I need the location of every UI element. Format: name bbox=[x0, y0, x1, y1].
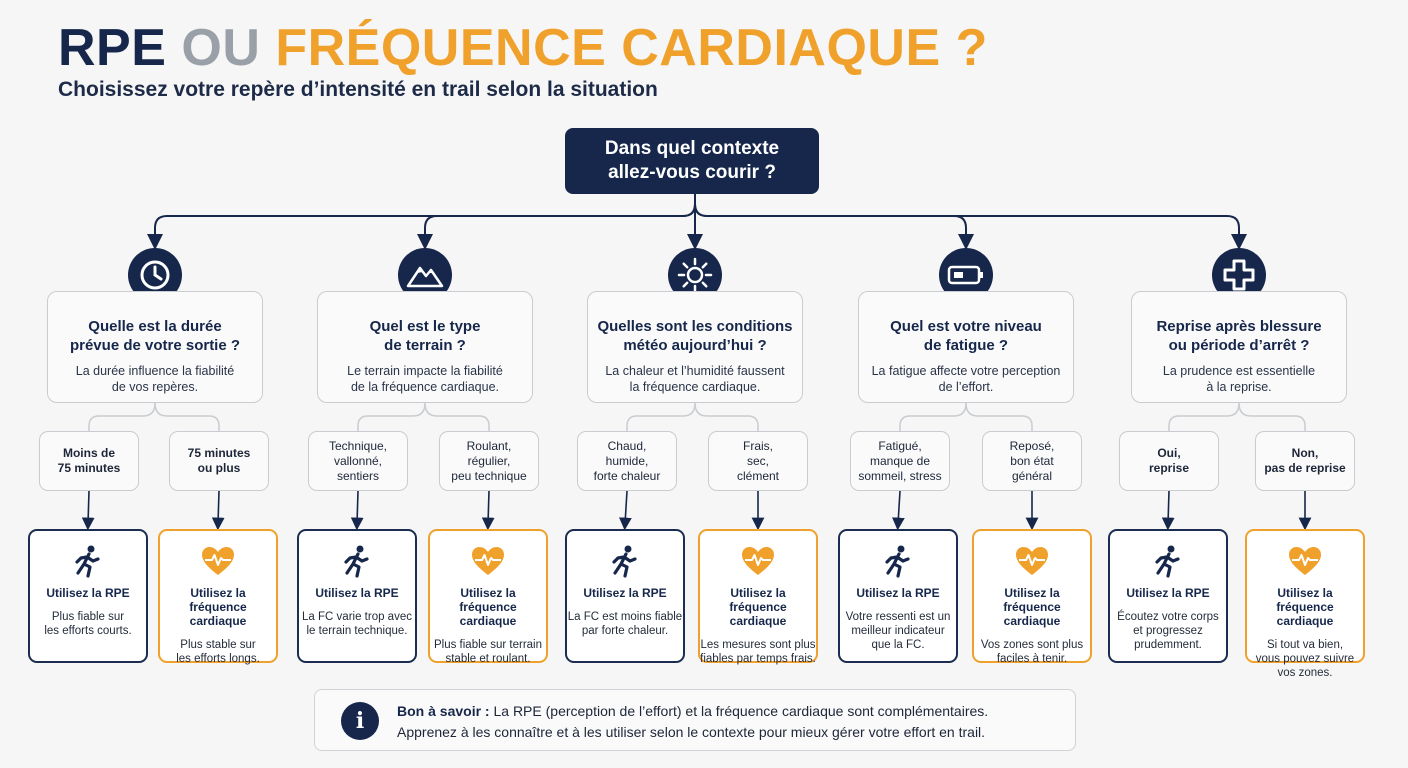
info-icon: i bbox=[341, 702, 379, 740]
info-box: i Bon à savoir : La RPE (perception de l… bbox=[314, 689, 1076, 751]
question-description: La chaleur et l’humidité faussent la fré… bbox=[605, 364, 785, 394]
result-title: Utilisez la RPE bbox=[315, 586, 399, 600]
result-rpe-box: Utilisez la RPE La FC est moins fiable pa… bbox=[565, 529, 685, 663]
heart-pulse-icon bbox=[202, 547, 234, 575]
title-rpe: RPE bbox=[58, 19, 182, 77]
heart-pulse-icon bbox=[430, 543, 546, 579]
result-title: Utilisez la fréquence cardiaque bbox=[189, 586, 247, 628]
question-box: Quelles sont les conditions météo aujour… bbox=[587, 291, 803, 403]
question-description: La fatigue affecte votre perception de l… bbox=[871, 364, 1061, 394]
info-label: Bon à savoir : bbox=[397, 703, 490, 719]
runner-icon bbox=[75, 545, 100, 578]
heart-pulse-icon bbox=[1289, 547, 1321, 575]
result-rpe-box: Utilisez la RPE Écoutez votre corps et pr… bbox=[1108, 529, 1228, 663]
result-text: La FC varie trop avec le terrain techniq… bbox=[302, 611, 412, 637]
root-question: Dans quel contexte allez-vous courir ? bbox=[565, 128, 819, 194]
runner-icon bbox=[567, 543, 683, 579]
heart-pulse-icon bbox=[974, 543, 1090, 579]
page-subtitle: Choisissez votre repère d’intensité en t… bbox=[58, 78, 658, 101]
result-title: Utilisez la fréquence cardiaque bbox=[1003, 586, 1061, 628]
heart-pulse-icon bbox=[1016, 547, 1048, 575]
question-box: Quel est le type de terrain ? Le terrain … bbox=[317, 291, 533, 403]
runner-icon bbox=[344, 545, 369, 578]
option-box: Fatigué, manque de sommeil, stress bbox=[850, 431, 950, 491]
runner-icon bbox=[1155, 545, 1180, 578]
info-line2: Apprenez à les connaître et à les utilis… bbox=[397, 724, 986, 740]
result-text: La FC est moins fiable par forte chaleur… bbox=[567, 611, 683, 637]
result-title: Utilisez la fréquence cardiaque bbox=[459, 586, 517, 628]
heart-pulse-icon bbox=[472, 547, 504, 575]
heart-pulse-icon bbox=[1247, 543, 1363, 579]
page-title: RPE OU FRÉQUENCE CARDIAQUE ? bbox=[58, 18, 988, 78]
runner-icon bbox=[612, 545, 637, 578]
result-title: Utilisez la RPE bbox=[46, 586, 130, 600]
runner-icon bbox=[299, 543, 415, 579]
result-title: Utilisez la RPE bbox=[1126, 586, 1210, 600]
option-box: Oui, reprise bbox=[1119, 431, 1219, 491]
question-title: Quelle est la durée prévue de votre sort… bbox=[69, 318, 241, 354]
runner-icon bbox=[840, 543, 956, 579]
runner-icon bbox=[1110, 543, 1226, 579]
option-box: Technique, vallonné, sentiers bbox=[308, 431, 408, 491]
result-rpe-box: Utilisez la RPE Votre ressenti est un mei… bbox=[838, 529, 958, 663]
title-frequence: FRÉQUENCE CARDIAQUE ? bbox=[275, 19, 988, 77]
result-rpe-box: Utilisez la RPE La FC varie trop avec le … bbox=[297, 529, 417, 663]
result-title: Utilisez la RPE bbox=[856, 586, 940, 600]
result-hr-box: Utilisez la fréquence cardiaque Si tout v… bbox=[1245, 529, 1365, 679]
option-box: Non, pas de reprise bbox=[1255, 431, 1355, 491]
option-box: Frais, sec, clément bbox=[708, 431, 808, 491]
question-title: Quel est votre niveau de fatigue ? bbox=[890, 318, 1042, 354]
option-box: Moins de 75 minutes bbox=[39, 431, 139, 491]
question-description: Le terrain impacte la fiabilité de la fr… bbox=[347, 364, 503, 394]
info-line1: La RPE (perception de l’effort) et la fr… bbox=[489, 703, 989, 719]
result-title: Utilisez la RPE bbox=[583, 586, 667, 600]
question-description: La prudence est essentielle à la reprise… bbox=[1162, 364, 1316, 394]
result-text: Écoutez votre corps et progressez prudem… bbox=[1117, 611, 1219, 651]
question-box: Quel est votre niveau de fatigue ? La fat… bbox=[858, 291, 1074, 403]
title-ou: OU bbox=[181, 19, 276, 77]
result-text: Plus fiable sur les efforts courts. bbox=[44, 611, 132, 637]
question-title: Quel est le type de terrain ? bbox=[369, 318, 481, 354]
info-text: Bon à savoir : La RPE (perception de l’e… bbox=[397, 701, 988, 743]
option-box: Chaud, humide, forte chaleur bbox=[577, 431, 677, 491]
option-box: Reposé, bon état général bbox=[982, 431, 1082, 491]
question-description: La durée influence la fiabilité de vos r… bbox=[75, 364, 235, 394]
result-text: Si tout va bien, vous pouvez suivre vos … bbox=[1255, 639, 1355, 679]
question-title: Quelles sont les conditions météo aujour… bbox=[597, 318, 793, 354]
result-title: Utilisez la fréquence cardiaque bbox=[729, 586, 787, 628]
heart-pulse-icon bbox=[160, 543, 276, 579]
question-box: Reprise après blessure ou période d’arrê… bbox=[1131, 291, 1347, 403]
result-title: Utilisez la fréquence cardiaque bbox=[1276, 586, 1334, 628]
runner-icon bbox=[885, 545, 910, 578]
heart-pulse-icon bbox=[700, 543, 816, 579]
result-rpe-box: Utilisez la RPE Plus fiable sur les effor… bbox=[28, 529, 148, 663]
option-box: 75 minutes ou plus bbox=[169, 431, 269, 491]
result-text: Plus fiable sur terrain stable et roulan… bbox=[433, 639, 543, 665]
result-text: Votre ressenti est un meilleur indicateu… bbox=[845, 611, 951, 651]
result-text: Vos zones sont plus faciles à tenir. bbox=[980, 639, 1084, 665]
result-text: Plus stable sur les efforts longs. bbox=[176, 639, 260, 665]
heart-pulse-icon bbox=[742, 547, 774, 575]
question-box: Quelle est la durée prévue de votre sort… bbox=[47, 291, 263, 403]
runner-icon bbox=[30, 543, 146, 579]
question-title: Reprise après blessure ou période d’arrê… bbox=[1156, 318, 1322, 354]
option-box: Roulant, régulier, peu technique bbox=[439, 431, 539, 491]
result-text: Les mesures sont plus fiables par temps … bbox=[700, 639, 816, 665]
